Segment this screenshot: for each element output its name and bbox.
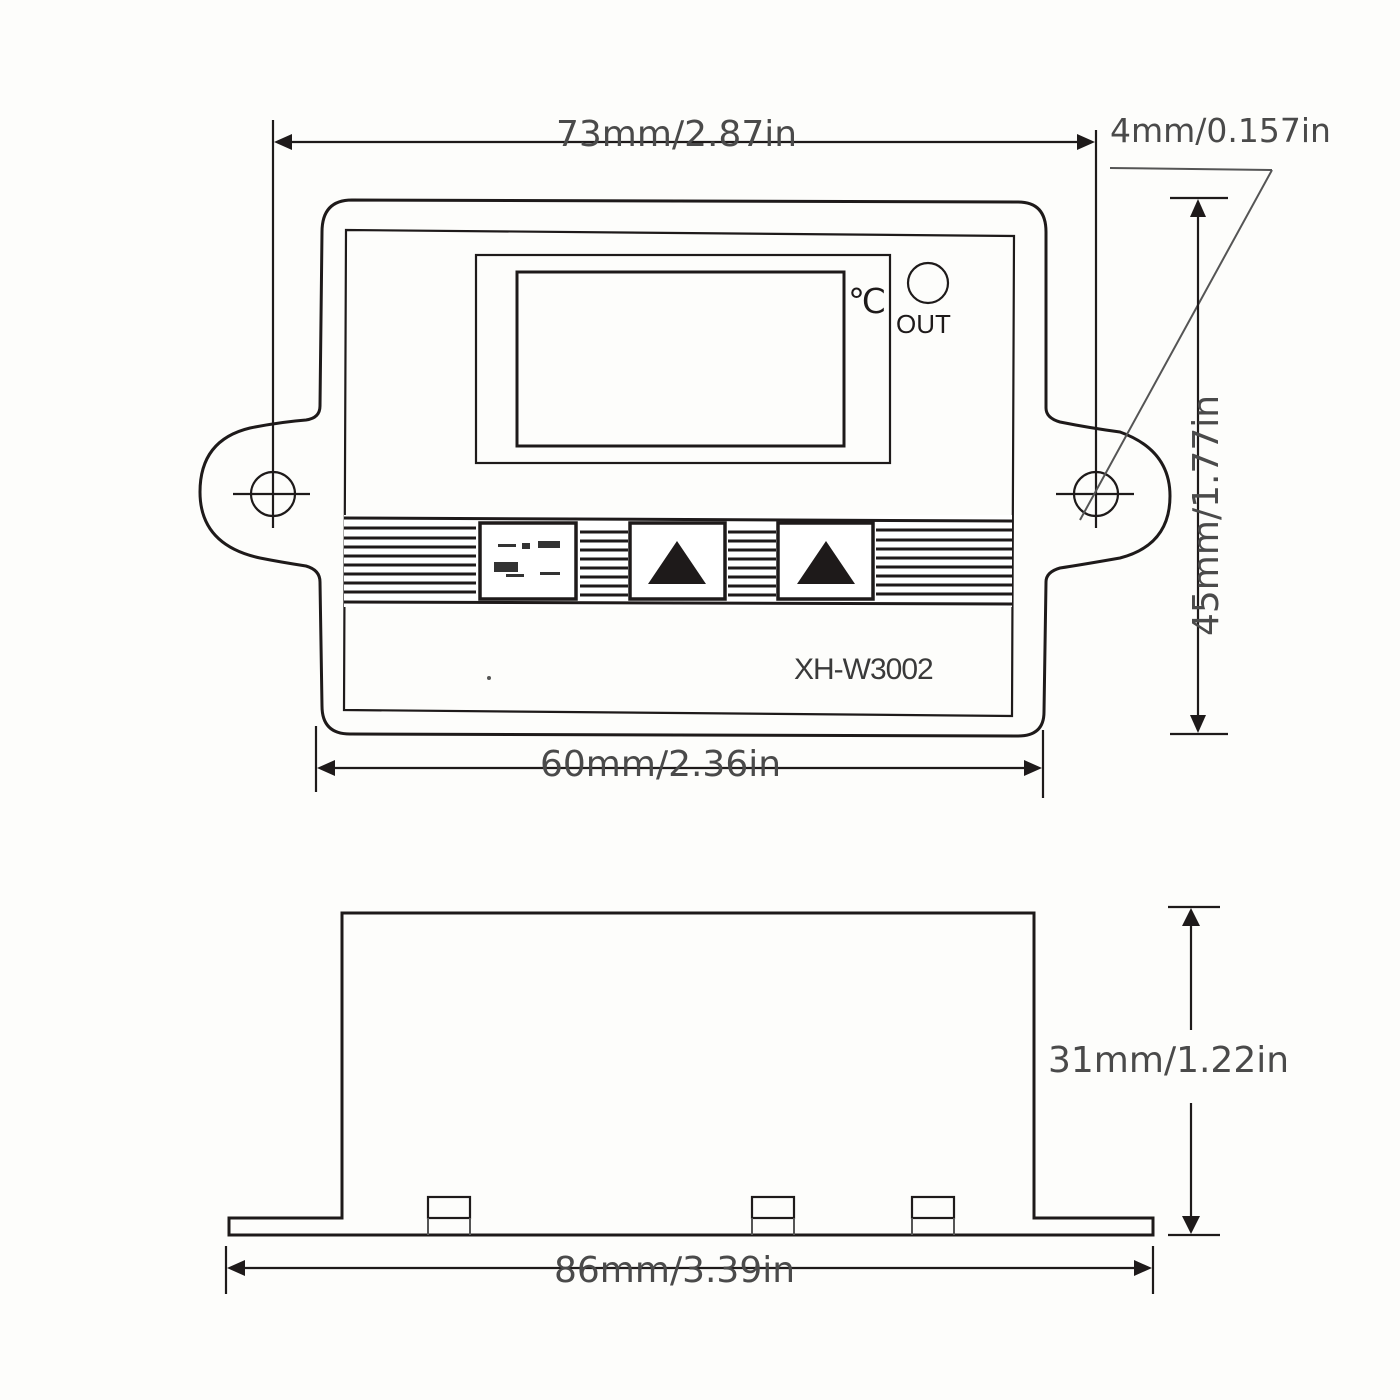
dimension-height: 45mm/1.77in [1170, 196, 1228, 736]
front-panel [342, 228, 1016, 718]
side-total-width-label: 86mm/3.39in [554, 1250, 795, 1291]
clip-2 [750, 1195, 796, 1235]
dimension-overall-width: 73mm/2.87in [271, 114, 1098, 528]
up-button-2[interactable] [776, 521, 875, 601]
overall-width-label: 73mm/2.87in [556, 114, 797, 155]
side-body-outline [227, 911, 1155, 1237]
up-button-1[interactable] [628, 521, 727, 601]
hole-diameter-label: 4mm/0.157in [1110, 111, 1331, 150]
set-button[interactable] [478, 521, 578, 601]
height-label: 45mm/1.77in [1186, 395, 1227, 636]
body-width-label: 60mm/2.36in [540, 744, 781, 785]
out-indicator-led-icon [906, 261, 950, 305]
lcd-screen[interactable] [515, 270, 846, 448]
dimension-depth: 31mm/1.22in [1048, 905, 1289, 1237]
housing-outline [198, 198, 1172, 738]
out-indicator-label: OUT [896, 309, 951, 339]
depth-label: 31mm/1.22in [1048, 1040, 1289, 1081]
set-symbol-icon [494, 541, 560, 577]
triangle-up-icon [797, 541, 855, 584]
dimension-body-width: 60mm/2.36in [314, 726, 1045, 798]
dimension-side-total-width: 86mm/3.39in [224, 1246, 1155, 1294]
celsius-unit-label: ℃ [848, 283, 886, 321]
model-label: XH-W3002 [794, 653, 933, 686]
display-bezel [474, 253, 892, 465]
front-view: ℃ OUT [198, 198, 1172, 738]
left-mounting-hole-icon [233, 470, 310, 518]
clip-3 [910, 1195, 956, 1235]
dimension-hole-diameter: 4mm/0.157in [1079, 111, 1331, 521]
side-view [227, 911, 1155, 1237]
triangle-up-icon [648, 541, 706, 584]
clip-1 [426, 1195, 472, 1235]
